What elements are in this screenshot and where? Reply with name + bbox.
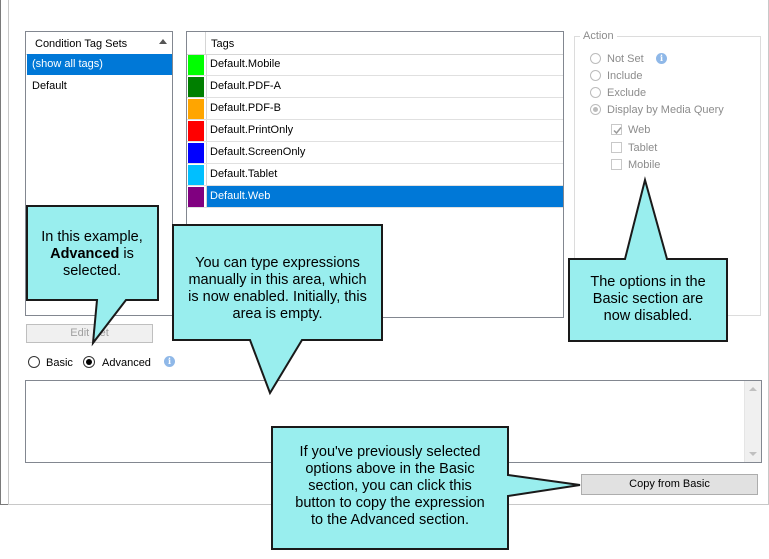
info-icon: i (656, 53, 667, 64)
display-by-media-query-radio (590, 104, 601, 115)
tag-color-swatch (188, 99, 204, 119)
edit-set-button[interactable]: Edit Set (26, 324, 153, 343)
callout-advanced-text: In this example, Advanced is selected. (41, 229, 143, 279)
callout-disabled-shape (568, 176, 728, 342)
action-group-title: Action (580, 30, 617, 42)
tablet-checkbox (611, 142, 622, 153)
web-label: Web (628, 124, 651, 136)
tag-name: Default.Tablet (206, 164, 563, 185)
basic-radio[interactable] (28, 356, 40, 368)
tag-color-swatch (188, 121, 204, 141)
copy-from-basic-button[interactable]: Copy from Basic (581, 474, 758, 495)
tag-color-swatch (188, 55, 204, 75)
tag-color-swatch (188, 143, 204, 163)
info-icon[interactable]: i (164, 356, 175, 367)
callout-advanced-shape (26, 205, 159, 347)
advanced-label[interactable]: Advanced (102, 357, 151, 369)
advanced-radio[interactable] (83, 356, 95, 368)
include-label: Include (607, 70, 643, 82)
condition-tag-sets-header-label: Condition Tag Sets (35, 38, 128, 50)
not-set-radio (590, 53, 601, 64)
list-item-default[interactable]: Default (32, 80, 67, 92)
display-by-media-query-label: Display by Media Query (607, 104, 724, 116)
tag-color-swatch (188, 187, 204, 207)
tag-row-tablet[interactable]: Default.Tablet (187, 164, 563, 186)
condition-tag-sets-list[interactable]: Condition Tag Sets (show all tags) Defau… (25, 31, 173, 316)
basic-label[interactable]: Basic (46, 357, 73, 369)
tag-row-pdf-a[interactable]: Default.PDF-A (187, 76, 563, 98)
expression-scrollbar[interactable] (744, 381, 761, 462)
callout-expressions-shape (172, 224, 383, 396)
callout-expressions-text: You can type expressions manually in thi… (188, 255, 367, 322)
not-set-label: Not Set (607, 53, 644, 65)
tag-name: Default.Mobile (206, 54, 563, 75)
callout-copy-text: If you've previously selected options ab… (295, 444, 485, 528)
mobile-label: Mobile (628, 159, 661, 171)
tag-color-swatch (188, 77, 204, 97)
callout-disabled-text: The options in the Basic section are now… (590, 274, 706, 324)
tags-header-label: Tags (211, 38, 235, 50)
tag-row-pdf-b[interactable]: Default.PDF-B (187, 98, 563, 120)
web-checkbox (611, 124, 622, 135)
sort-ascending-icon (159, 39, 167, 44)
tags-header: Tags (187, 32, 563, 55)
scroll-up-icon (749, 387, 757, 391)
exclude-label: Exclude (607, 87, 647, 99)
mobile-checkbox (611, 159, 622, 170)
tag-name: Default.Web (206, 186, 563, 207)
tag-row-screenonly[interactable]: Default.ScreenOnly (187, 142, 563, 164)
exclude-radio (590, 87, 601, 98)
include-radio (590, 70, 601, 81)
list-item-show-all-tags[interactable]: (show all tags) (27, 54, 172, 75)
tag-color-swatch (188, 165, 204, 185)
tag-name: Default.ScreenOnly (206, 142, 563, 163)
tag-row-printonly[interactable]: Default.PrintOnly (187, 120, 563, 142)
tag-row-web[interactable]: Default.Web (187, 186, 563, 208)
tag-name: Default.PDF-B (206, 98, 563, 119)
checkmark-icon (613, 127, 622, 135)
callout-copy-shape (271, 426, 581, 550)
tablet-label: Tablet (628, 142, 658, 154)
color-column-header (187, 32, 206, 54)
tag-name: Default.PrintOnly (206, 120, 563, 141)
tag-row-mobile[interactable]: Default.Mobile (187, 54, 563, 76)
scroll-down-icon (749, 452, 757, 456)
tag-name: Default.PDF-A (206, 76, 563, 97)
